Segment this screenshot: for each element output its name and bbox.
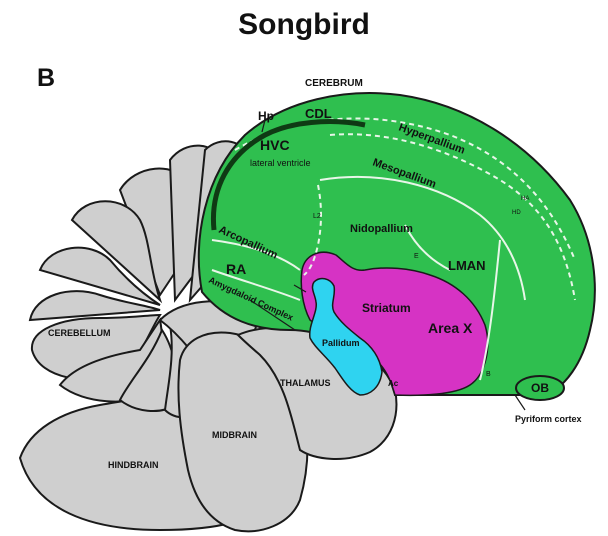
- hp-label: Hp: [258, 109, 274, 123]
- ob-label: OB: [531, 381, 549, 395]
- area-x-label: Area X: [428, 320, 473, 336]
- pallidum-label: Pallidum: [322, 338, 360, 348]
- midbrain-label: MIDBRAIN: [212, 430, 257, 440]
- striatum-label: Striatum: [362, 301, 411, 315]
- lateral-ventricle-label: lateral ventricle: [250, 158, 311, 168]
- ac-label: Ac: [388, 379, 399, 388]
- e-label: E: [414, 253, 419, 260]
- hvc-label: HVC: [260, 137, 290, 153]
- cdl-label: CDL: [305, 106, 332, 121]
- cerebellum-label: CEREBELLUM: [48, 328, 111, 338]
- hindbrain-label: HINDBRAIN: [108, 460, 159, 470]
- nidopallium-label: Nidopallium: [350, 223, 413, 235]
- cerebrum-label: CEREBRUM: [305, 78, 363, 89]
- lman-label: LMAN: [448, 258, 486, 273]
- ra-label: RA: [226, 261, 246, 277]
- hd-label: HD: [512, 210, 521, 216]
- l2-label: L2: [313, 213, 321, 220]
- pyriform-cortex-label: Pyriform cortex: [515, 414, 582, 424]
- thalamus-label: THALAMUS: [280, 378, 331, 388]
- b-label: B: [486, 371, 491, 378]
- ha-label: HA: [521, 196, 529, 202]
